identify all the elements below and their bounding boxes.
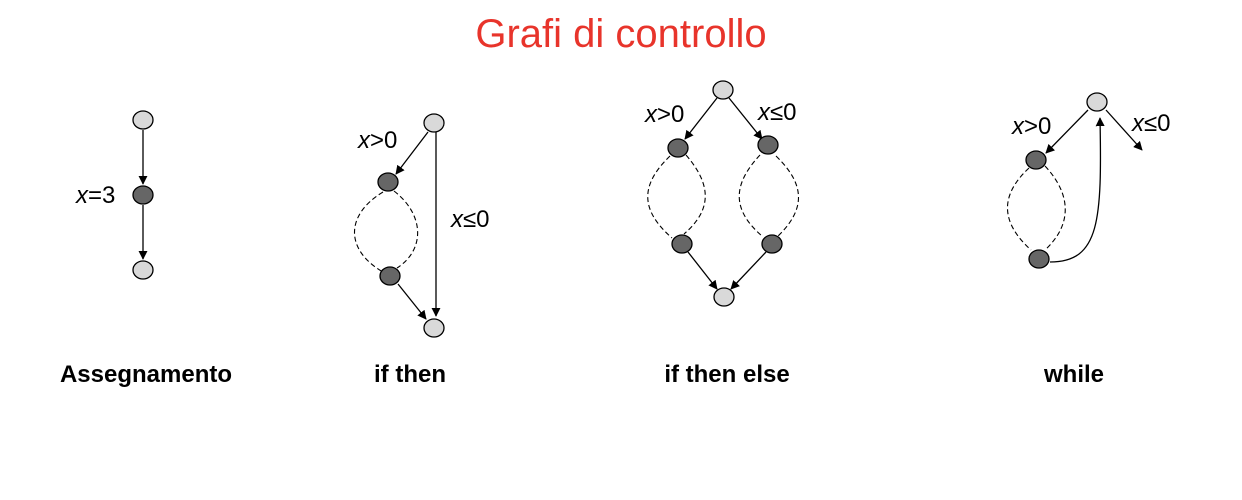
- assign-label: x=3: [75, 182, 115, 209]
- while-node-body-start: [1025, 150, 1047, 170]
- if-then-node-body-start: [377, 172, 399, 192]
- ite-label-false: x≤0: [757, 99, 797, 126]
- ite-then-right: [683, 154, 706, 235]
- if-then-diagram: x>0 x≤0 if then: [353, 113, 490, 388]
- ite-edge-true: [684, 97, 718, 140]
- ite-edge-join-left: [687, 251, 718, 290]
- ite-label-true: x>0: [644, 101, 684, 128]
- if-then-body-right: [393, 190, 419, 269]
- if-then-node-cond: [423, 113, 445, 133]
- ite-node-cond: [712, 80, 734, 100]
- ite-edge-join-right: [730, 251, 767, 290]
- assign-node-end: [132, 260, 154, 280]
- while-node-body-end: [1028, 249, 1050, 269]
- assign-node-start: [132, 110, 154, 130]
- page-title: Grafi di controllo: [475, 12, 767, 56]
- while-edge-true: [1045, 109, 1089, 154]
- while-body-right: [1044, 165, 1066, 251]
- ite-node-else-end: [761, 234, 783, 254]
- ite-edge-false: [728, 97, 763, 140]
- while-node-cond: [1086, 92, 1108, 112]
- while-label-true: x>0: [1011, 113, 1051, 140]
- while-edge-false: [1105, 109, 1143, 151]
- if-then-else-diagram: x>0 x≤0 if then else: [644, 80, 799, 388]
- assign-caption: Assegnamento: [60, 361, 232, 388]
- if-then-label-true: x>0: [357, 127, 397, 154]
- if-then-label-false: x≤0: [450, 206, 490, 233]
- while-label-false: x≤0: [1131, 110, 1171, 137]
- assign-diagram: x=3 Assegnamento: [60, 110, 232, 388]
- if-then-node-body-end: [379, 266, 401, 286]
- assign-node-statement: [132, 185, 154, 205]
- ite-else-right: [775, 155, 799, 239]
- while-edge-loop-back: [1049, 117, 1105, 263]
- ite-node-end: [713, 287, 735, 307]
- ite-else-left: [738, 154, 763, 237]
- while-body-left: [1007, 167, 1032, 251]
- if-then-body-left: [353, 191, 384, 273]
- ite-node-then-end: [671, 234, 693, 254]
- if-then-node-end: [423, 318, 445, 338]
- ite-node-else-start: [757, 135, 779, 155]
- ite-caption: if then else: [664, 361, 789, 388]
- while-diagram: x>0 x≤0 while: [1007, 92, 1171, 388]
- ite-node-then-start: [667, 138, 689, 158]
- if-then-caption: if then: [374, 361, 446, 388]
- if-then-edge-true: [395, 131, 429, 175]
- if-then-edge-join: [397, 283, 427, 320]
- ite-then-left: [647, 155, 673, 239]
- while-caption: while: [1043, 361, 1104, 388]
